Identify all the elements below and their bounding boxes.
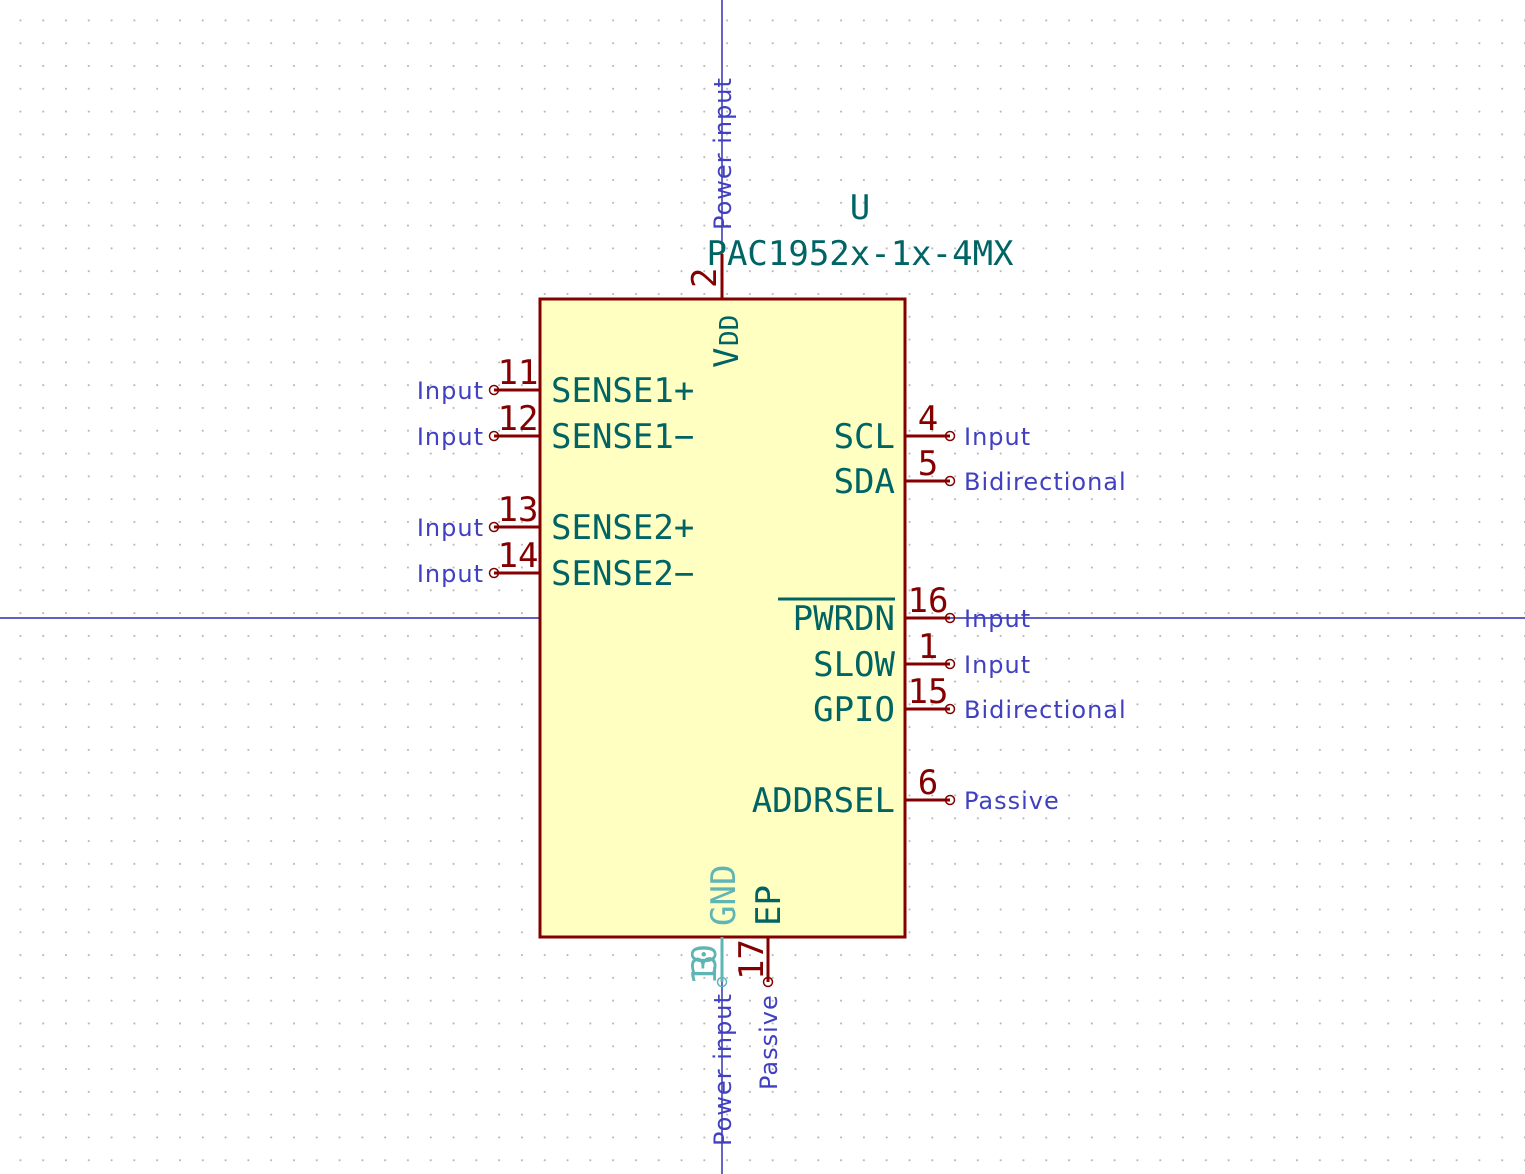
pin-gnd-name: GND [704,865,744,926]
pin-sda-name: SDA [834,462,895,502]
pin-slow-number: 1 [918,627,938,667]
pin-gpio-number: 15 [908,672,949,712]
pin-sense1-plus[interactable]: 11 SENSE1+ Input [417,353,694,411]
pin-addrsel-name: ADDRSEL [752,781,895,821]
pin-ep-number: 17 [732,939,772,980]
pin-vdd-name: V [707,348,747,368]
pin-sense2-minus-name: SENSE2− [551,554,694,594]
pin-pwrdn-name: PWRDN [793,599,895,639]
component-value[interactable]: PAC1952x-1x-4MX [706,234,1014,274]
pin-scl[interactable]: 4 SCL Input [834,399,1032,457]
pin-vdd-type: Power input [709,77,737,230]
pin-pwrdn-type: Input [964,605,1031,633]
pin-gpio-type: Bidirectional [964,696,1127,724]
pin-slow[interactable]: 1 SLOW Input [813,627,1031,685]
pin-sense2-minus-number: 14 [498,536,539,576]
pin-ep-name: EP [749,885,789,926]
pin-pwrdn-number: 16 [908,581,949,621]
pin-gpio-name: GPIO [813,690,895,730]
pin-vdd[interactable]: Power input 2 V DD [685,77,747,368]
pin-ep[interactable]: EP 17 Passive [732,885,789,1090]
pin-sense2-plus-name: SENSE2+ [551,508,694,548]
pin-scl-number: 4 [918,399,938,439]
pin-scl-name: SCL [834,417,895,457]
pin-sense2-plus-number: 13 [498,490,539,530]
pin-sense2-minus[interactable]: 14 SENSE2− Input [417,536,694,594]
pin-addrsel[interactable]: 6 ADDRSEL Passive [752,763,1060,821]
pin-sense1-minus-name: SENSE1− [551,417,694,457]
pin-ep-type: Passive [755,994,783,1090]
pin-vdd-number: 2 [685,268,725,288]
pin-addrsel-number: 6 [918,763,938,803]
pin-sense1-minus-type: Input [417,423,484,451]
pin-gnd-number: 3 [685,955,725,975]
pin-pwrdn[interactable]: 16 PWRDN Input [778,581,1031,639]
pin-sense1-minus-number: 12 [498,399,539,439]
pin-sense2-plus[interactable]: 13 SENSE2+ Input [417,490,694,548]
pin-sense1-plus-name: SENSE1+ [551,371,694,411]
pin-sense2-plus-type: Input [417,514,484,542]
pin-gnd[interactable]: GND 3 10 Power input [685,865,744,1146]
pin-slow-type: Input [964,651,1031,679]
pin-sda-type: Bidirectional [964,468,1127,496]
pin-gnd-number-overlap: 10 [685,944,725,985]
pin-sense1-plus-number: 11 [498,353,539,393]
pin-addrsel-type: Passive [964,787,1060,815]
pin-sense1-plus-type: Input [417,377,484,405]
component-body[interactable] [538,297,907,939]
pin-vdd-name-subscript: DD [715,315,745,346]
pin-gpio[interactable]: 15 GPIO Bidirectional [813,672,1127,730]
pin-sense1-minus[interactable]: 12 SENSE1− Input [417,399,694,457]
pin-sda[interactable]: 5 SDA Bidirectional [834,444,1127,502]
pin-sda-number: 5 [918,444,938,484]
pin-gnd-type: Power input [709,993,737,1146]
pin-sense2-minus-type: Input [417,560,484,588]
reference-designator[interactable]: U [850,188,870,228]
pin-slow-name: SLOW [813,645,895,685]
pin-scl-type: Input [964,423,1031,451]
